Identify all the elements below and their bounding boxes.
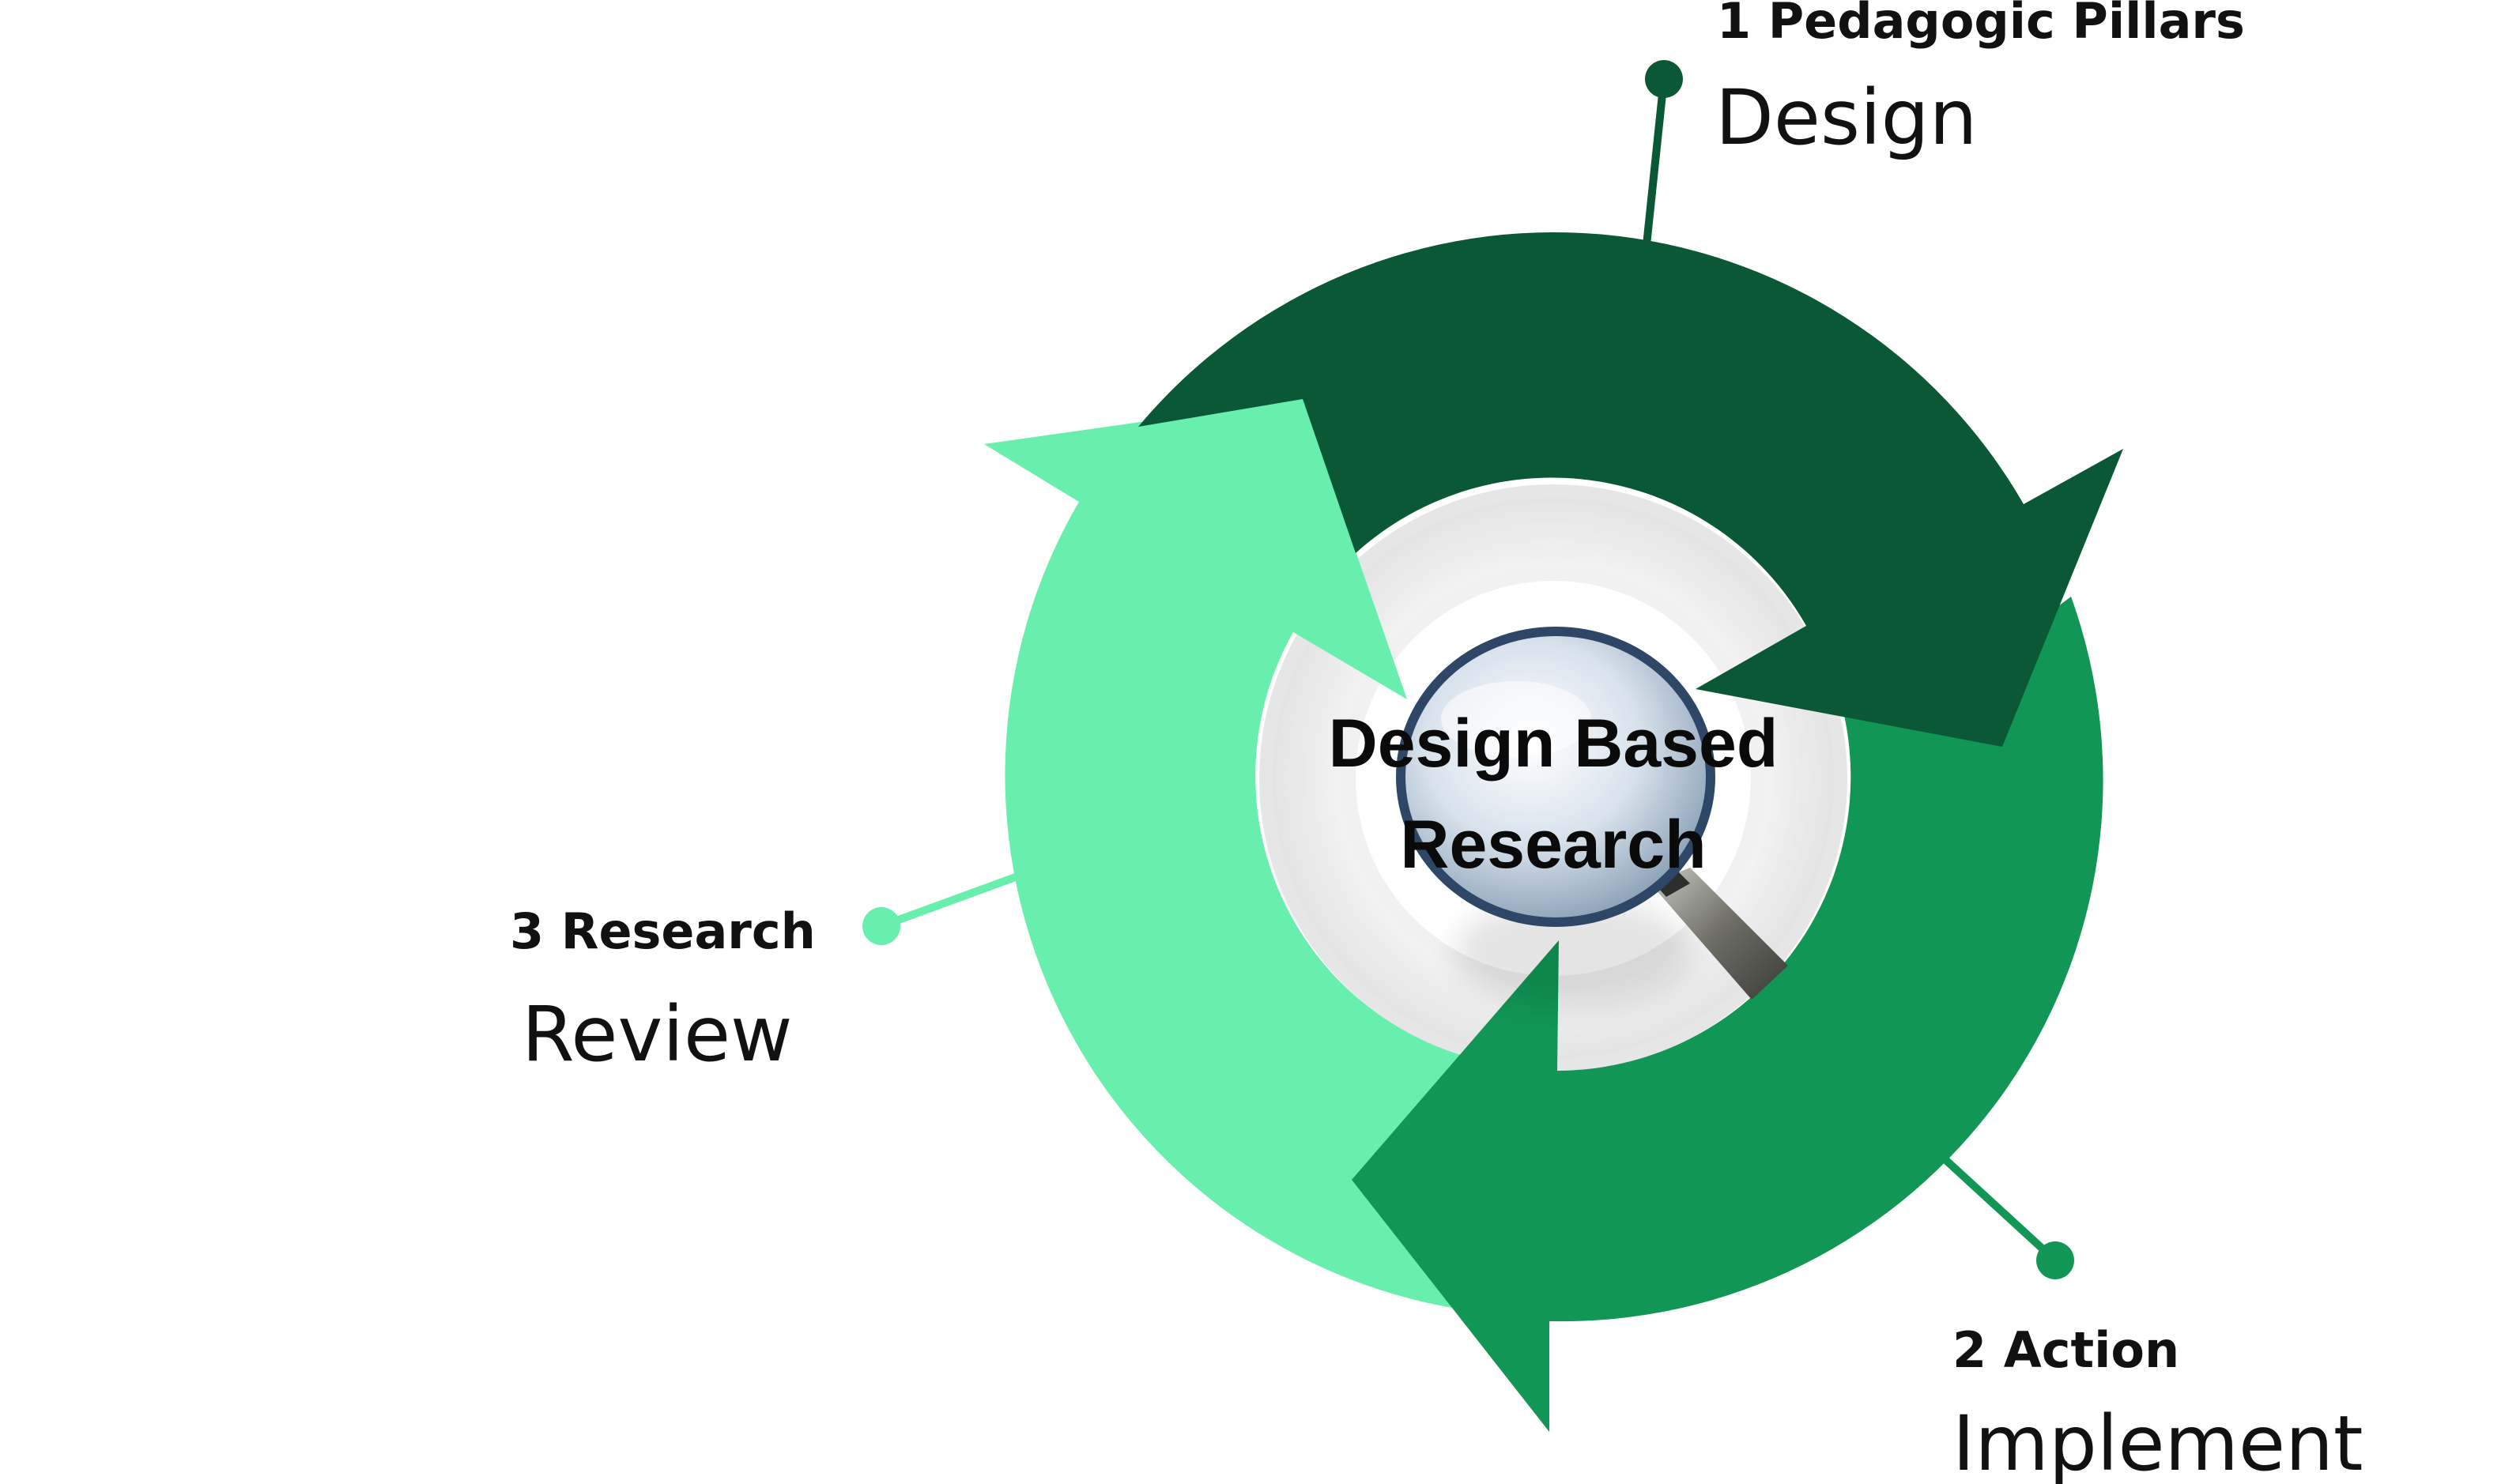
step-3-phase: Review xyxy=(522,990,793,1079)
connector-dot-design xyxy=(1645,60,1683,98)
connector-review xyxy=(862,872,1021,945)
step-1-phase: Design xyxy=(1715,73,1977,162)
connector-dot-implement xyxy=(2036,1241,2074,1279)
step-3-title: 3 Research xyxy=(510,902,816,960)
implement-arrow xyxy=(1352,597,2103,1432)
step-1-title: 1 Pedagogic Pillars xyxy=(1717,0,2245,50)
connector-design xyxy=(1643,60,1683,246)
step-2-phase: Implement xyxy=(1952,1399,2363,1484)
connector-dot-review xyxy=(862,907,900,945)
step-2-title: 2 Action xyxy=(1952,1321,2179,1379)
review-arrow xyxy=(984,399,1478,1312)
center-title-line1: Design Based xyxy=(1329,706,1779,782)
design-arrow xyxy=(1138,232,2123,747)
connector-implement xyxy=(1937,1152,2074,1279)
center-title-line2: Research xyxy=(1400,807,1706,883)
magnifying-glass-icon xyxy=(1396,627,1788,1008)
